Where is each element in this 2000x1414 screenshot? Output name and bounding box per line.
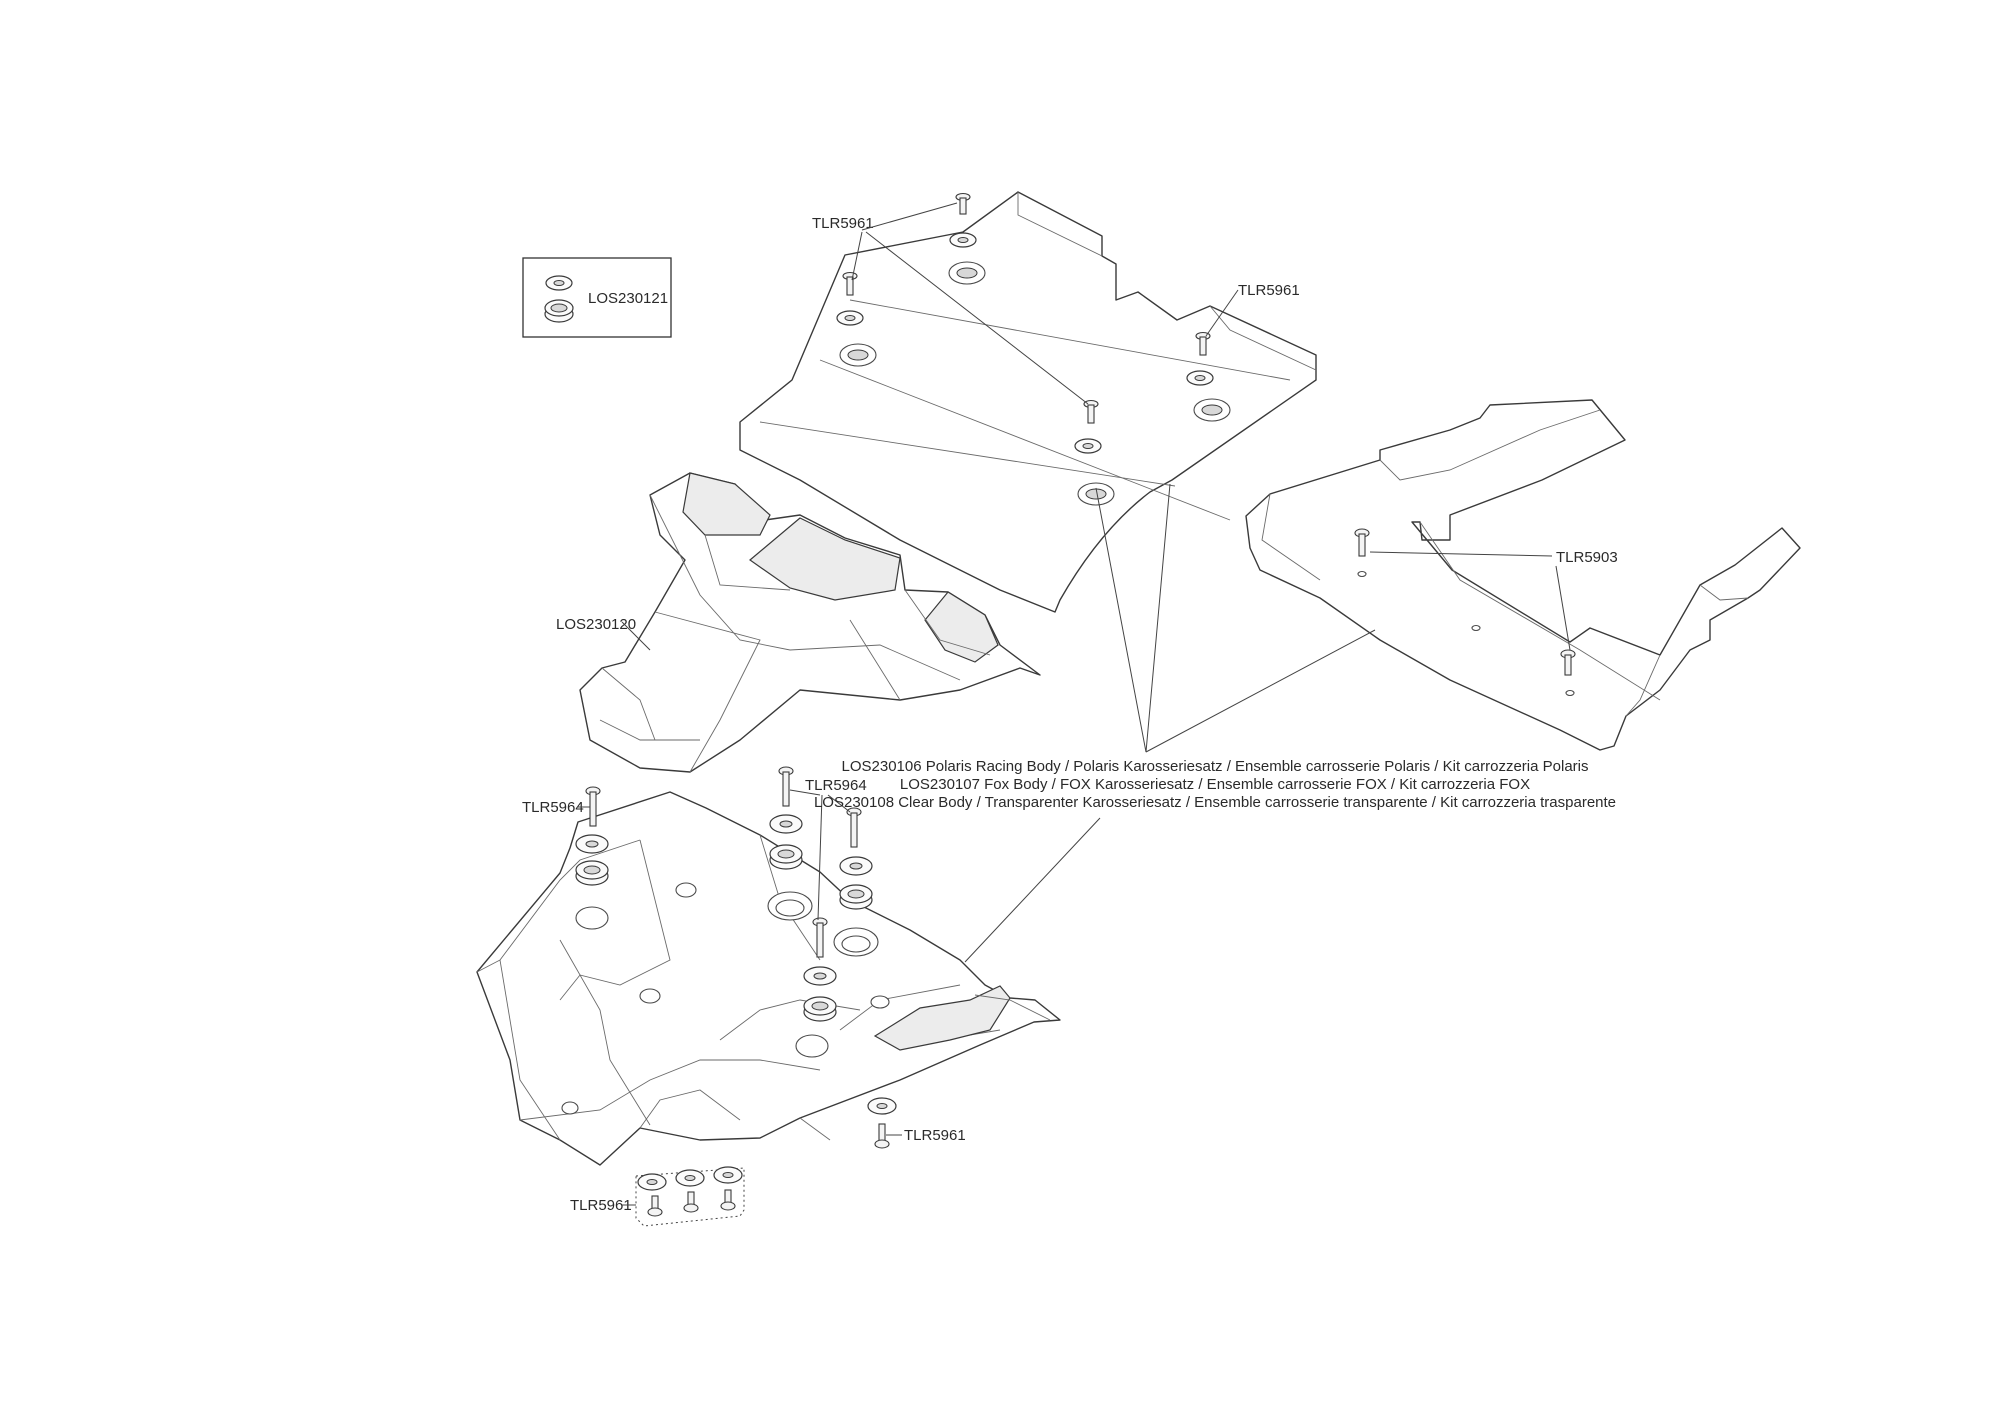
- top-body-panel: [739, 191, 1317, 613]
- body-kit-callout: LOS230106 Polaris Racing Body / Polaris …: [814, 758, 1616, 811]
- lower-body-shell: [476, 791, 1061, 1166]
- screw-icon: [683, 1191, 699, 1213]
- inset-washer-icon: [545, 275, 573, 291]
- body-kit-leaders: [964, 483, 1376, 963]
- screw-icon: [1083, 399, 1099, 424]
- right-panel-screw-label: TLR5903: [1556, 549, 1618, 566]
- bottom-fastener-group: [635, 1166, 745, 1227]
- inset-part-label: LOS230121: [588, 290, 668, 307]
- screw-icon: [1354, 528, 1370, 557]
- lower-shell-fasteners: [575, 766, 897, 1149]
- mid-body-part: [579, 472, 1041, 773]
- body-kit-line-3: LOS230108 Clear Body / Transparenter Kar…: [814, 794, 1616, 811]
- screw-icon: [955, 192, 971, 215]
- screw-icon: [1195, 331, 1211, 356]
- bottom-screws-label: TLR5961: [570, 1197, 632, 1214]
- body-kit-line-2: LOS230107 Fox Body / FOX Karosseriesatz …: [900, 776, 1530, 793]
- screw-icon: [647, 1195, 663, 1217]
- screw-icon: [846, 807, 862, 848]
- body-kit-line-1: LOS230106 Polaris Racing Body / Polaris …: [842, 758, 1589, 775]
- screw-icon: [812, 917, 828, 958]
- lower-center-screw-label: TLR5964: [805, 777, 867, 794]
- screw-icon: [1560, 649, 1576, 676]
- screw-icon: [720, 1189, 736, 1211]
- top-panel-holes: [839, 261, 1231, 506]
- right-side-panel: [1245, 399, 1801, 751]
- lower-left-screw-label: TLR5964: [522, 799, 584, 816]
- top-panel-fasteners: [836, 192, 1214, 454]
- screw-icon: [585, 786, 601, 827]
- lower-right-screw-label: TLR5961: [904, 1127, 966, 1144]
- screw-icon: [778, 766, 794, 807]
- top-right-screw-label: TLR5961: [1238, 282, 1300, 299]
- inset-grommet-icon: [544, 299, 574, 323]
- mid-body-label: LOS230120: [556, 616, 636, 633]
- top-left-screw-label: TLR5961: [812, 215, 874, 232]
- screw-icon: [874, 1123, 890, 1149]
- inset-box: LOS230121: [522, 257, 672, 338]
